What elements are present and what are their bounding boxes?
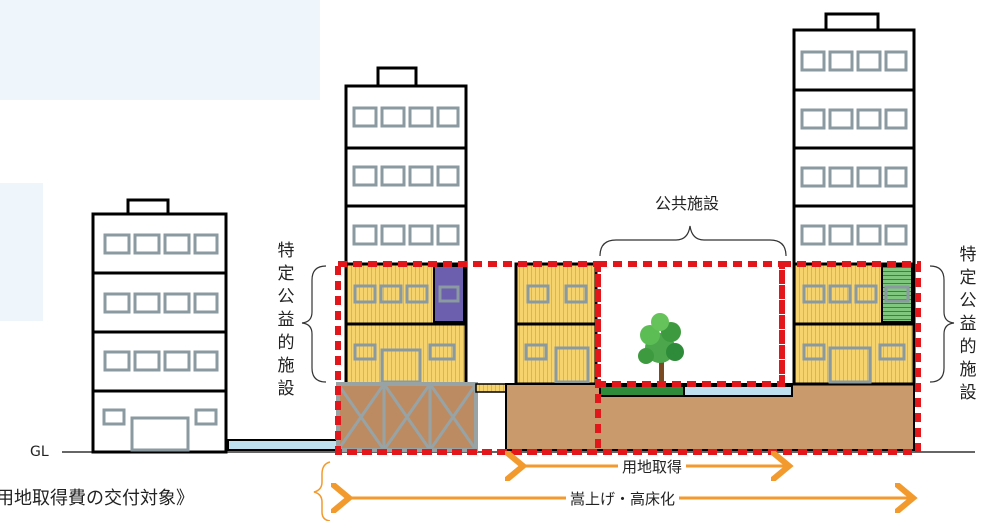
background-panel-top [0,0,320,100]
tree-icon [638,313,684,384]
right-tower [792,12,916,386]
bottom-brace [313,461,331,521]
water-channel [683,385,793,397]
subsidy-note: 用地取得費の交付対象》 [0,488,194,509]
left-building [91,198,228,454]
specified-facility-label-right: 特定公益的施設 [959,245,977,403]
small-facility [514,262,598,386]
land-acquisition-label: 用地取得 [618,456,687,477]
background-panel-left [0,183,43,321]
park-platform [599,385,685,397]
public-facility-label: 公共施設 [655,194,720,213]
top-brace [599,225,787,257]
right-brace [929,265,955,383]
walkway [227,439,339,451]
left-brace [301,265,327,383]
specified-facility-label-left: 特定公益的施設 [277,241,295,399]
gl-label: GL [30,444,49,460]
middle-tower [336,66,478,452]
raised-floor-label: 嵩上げ・高床化 [566,488,680,509]
